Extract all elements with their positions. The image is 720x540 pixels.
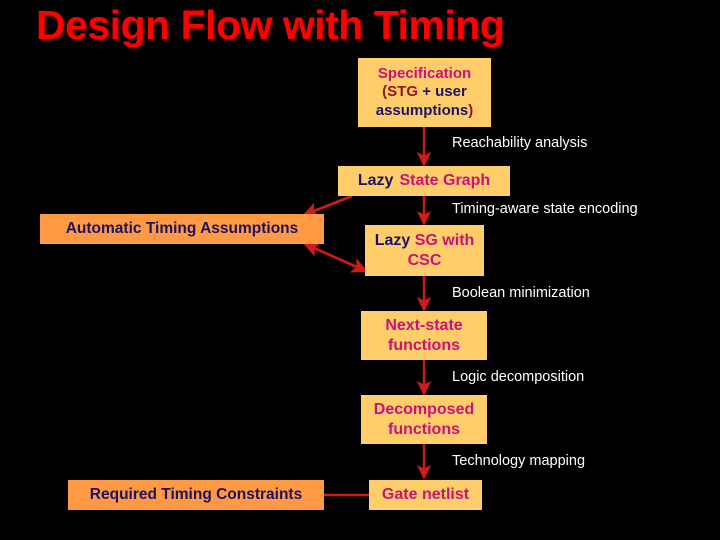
gate-netlist-label: Gate netlist: [381, 486, 470, 504]
box-decomposed-functions[interactable]: Decomposed functions: [361, 395, 487, 444]
caption-technology-mapping: Technology mapping: [452, 453, 586, 469]
automatic-timing-assumptions-label: Automatic Timing Assumptions: [65, 219, 299, 237]
caption-logic-decomposition: Logic decomposition: [452, 369, 585, 385]
decomposed-functions-line-1: Decomposed: [373, 400, 475, 418]
decomposed-functions-line-2: functions: [388, 420, 460, 438]
box-lazy-state-graph[interactable]: Lazy State Graph: [338, 166, 510, 196]
specification-line-2: (STG + user: [382, 83, 467, 101]
box-gate-netlist[interactable]: Gate netlist: [369, 480, 482, 510]
caption-boolean-minimization: Boolean minimization: [452, 285, 590, 301]
specification-line-1: Specification: [377, 65, 472, 83]
caption-reachability-analysis: Reachability analysis: [452, 135, 588, 151]
caption-timing-aware-state-encoding: Timing-aware state encoding: [452, 201, 638, 217]
lazy-state-graph-part-a: Lazy: [357, 172, 394, 190]
box-lazy-sg-with-csc[interactable]: Lazy SG with CSC: [365, 225, 484, 276]
arrow-timing-assumptions-to-lazy-sg-csc: [303, 242, 368, 273]
next-state-functions-line-2: functions: [388, 336, 460, 354]
box-next-state-functions[interactable]: Next-state functions: [361, 311, 487, 360]
required-timing-constraints-label: Required Timing Constraints: [89, 485, 303, 503]
lazy-sg-csc-line-2: CSC: [407, 251, 442, 269]
box-automatic-timing-assumptions[interactable]: Automatic Timing Assumptions: [40, 214, 324, 244]
slide-title: Design Flow with Timing: [36, 2, 505, 48]
next-state-functions-line-1: Next-state: [385, 316, 463, 334]
specification-line-3: assumptions): [375, 101, 474, 119]
box-specification[interactable]: Specification (STG + user assumptions): [358, 58, 491, 127]
lazy-state-graph-part-b: State Graph: [399, 172, 491, 190]
box-required-timing-constraints[interactable]: Required Timing Constraints: [68, 480, 324, 510]
lazy-sg-csc-line-1: Lazy SG with: [374, 231, 475, 249]
arrow-lazy-state-graph-to-timing-assumptions: [302, 194, 353, 218]
